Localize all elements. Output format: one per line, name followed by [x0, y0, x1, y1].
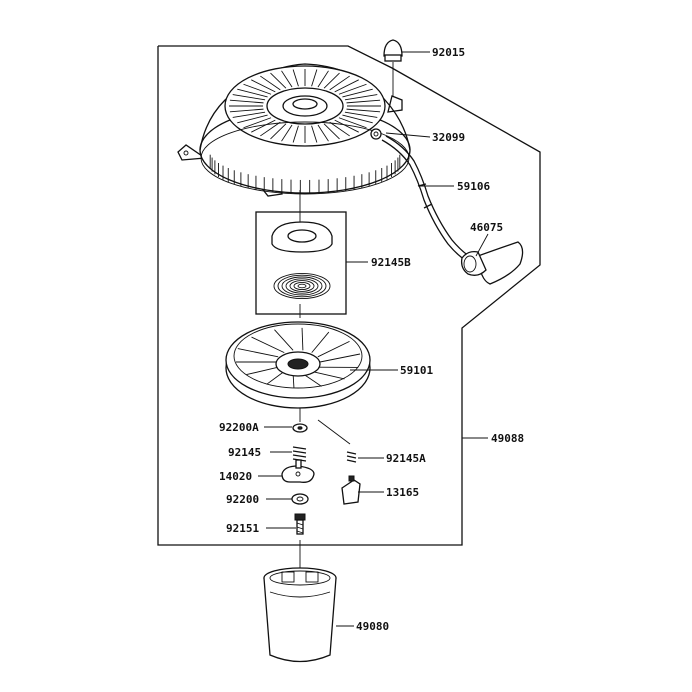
label-92145: 92145: [228, 446, 261, 459]
spring-drawing: [292, 446, 307, 462]
washer-a-drawing: [292, 423, 308, 433]
label-92015: 92015: [432, 46, 465, 59]
label-92200A: 92200A: [219, 421, 259, 434]
bolt-drawing: [294, 513, 306, 535]
plate-drawing: [341, 475, 361, 505]
label-92200: 92200: [226, 493, 259, 506]
handle-drawing: [460, 241, 524, 285]
label-49080: 49080: [356, 620, 389, 633]
rope-drawing: [381, 135, 473, 263]
label-14020: 14020: [219, 470, 252, 483]
ratchet-drawing: [281, 459, 315, 483]
label-49088: 49088: [491, 432, 524, 445]
label-59101: 59101: [400, 364, 433, 377]
label-32099: 32099: [432, 131, 465, 144]
cap-nut-drawing: [383, 39, 403, 96]
label-92151: 92151: [226, 522, 259, 535]
washer-drawing: [291, 493, 309, 505]
spring-assembly-drawing: [255, 211, 347, 315]
pulley-drawing: [225, 321, 371, 409]
spring-a-drawing: [346, 451, 357, 463]
cup-drawing: [263, 567, 337, 663]
label-92145B: 92145B: [371, 256, 411, 269]
leader-lines: [258, 51, 489, 627]
label-46075: 46075: [470, 221, 503, 234]
label-59106: 59106: [457, 180, 490, 193]
assembly-outline: [157, 45, 541, 546]
label-13165: 13165: [386, 486, 419, 499]
label-92145A: 92145A: [386, 452, 426, 465]
starter-case-drawing: [177, 63, 411, 197]
